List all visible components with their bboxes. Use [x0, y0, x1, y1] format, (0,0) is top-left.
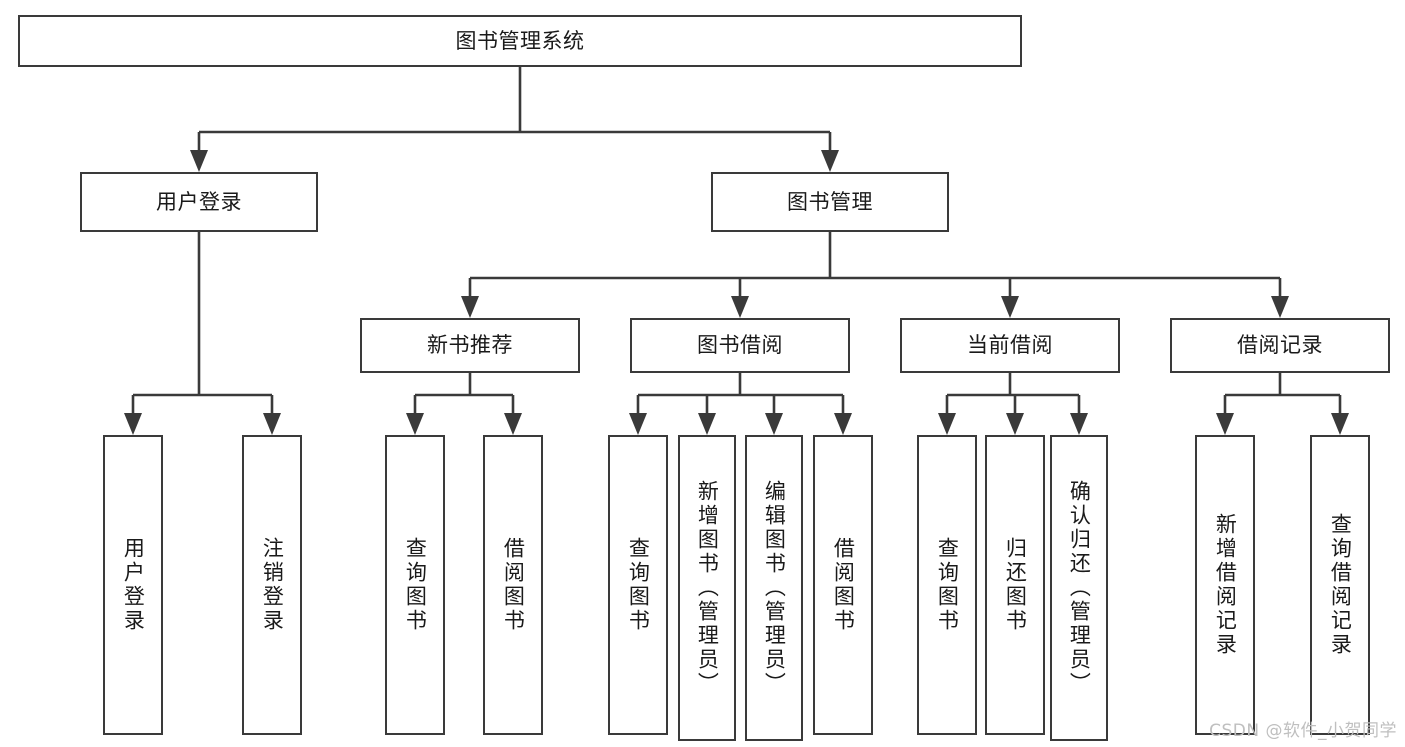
node-label: 图书管理 [787, 189, 873, 214]
watermark: CSDN @软件_小贺同学 [1209, 721, 1397, 741]
node-label: 查询图书 [626, 537, 651, 633]
arrow-head-icon [1271, 296, 1289, 318]
arrow-head-icon [1006, 413, 1024, 435]
arrow-head-icon [731, 296, 749, 318]
node-label: 用户登录 [156, 189, 242, 214]
node-label: 借阅记录 [1237, 333, 1323, 358]
arrow-head-icon [124, 413, 142, 435]
arrow-head-icon [1070, 413, 1088, 435]
node-label: 归还图书 [1003, 537, 1028, 633]
arrow-head-icon [698, 413, 716, 435]
node-label: 当前借阅 [967, 333, 1053, 358]
node-borrow[interactable]: 图书借阅 [630, 318, 850, 373]
arrow-head-icon [406, 413, 424, 435]
arrow-head-icon [504, 413, 522, 435]
node-label: 图书管理系统 [455, 28, 585, 53]
node-label: 新书推荐 [427, 333, 513, 358]
node-label: 借阅图书 [831, 537, 856, 633]
node-label: 查询图书 [403, 537, 428, 633]
node-label: 用户登录 [121, 537, 146, 633]
node-records[interactable]: 借阅记录 [1170, 318, 1390, 373]
node-label: 新增图书（管理员） [695, 480, 720, 696]
node-leaf-addrec[interactable]: 新增借阅记录 [1195, 435, 1255, 735]
node-label: 查询图书 [935, 537, 960, 633]
node-leaf-edit[interactable]: 编辑图书（管理员） [745, 435, 803, 741]
arrow-head-icon [1216, 413, 1234, 435]
node-bookmgmt[interactable]: 图书管理 [711, 172, 949, 232]
node-login[interactable]: 用户登录 [80, 172, 318, 232]
node-leaf-queryrec[interactable]: 查询借阅记录 [1310, 435, 1370, 735]
arrow-head-icon [834, 413, 852, 435]
node-leaf-login[interactable]: 用户登录 [103, 435, 163, 735]
node-label: 注销登录 [260, 537, 285, 633]
node-label: 确认归还（管理员） [1067, 480, 1092, 696]
node-label: 查询借阅记录 [1328, 513, 1353, 657]
node-current[interactable]: 当前借阅 [900, 318, 1120, 373]
arrow-head-icon [190, 150, 208, 172]
node-leaf-logout[interactable]: 注销登录 [242, 435, 302, 735]
node-leaf-confirm[interactable]: 确认归还（管理员） [1050, 435, 1108, 741]
node-label: 借阅图书 [501, 537, 526, 633]
arrow-head-icon [765, 413, 783, 435]
node-leaf-borrow2[interactable]: 借阅图书 [813, 435, 873, 735]
node-leaf-add[interactable]: 新增图书（管理员） [678, 435, 736, 741]
arrow-head-icon [1331, 413, 1349, 435]
node-root[interactable]: 图书管理系统 [18, 15, 1022, 67]
arrow-head-icon [263, 413, 281, 435]
node-leaf-borrow1[interactable]: 借阅图书 [483, 435, 543, 735]
node-leaf-query1[interactable]: 查询图书 [385, 435, 445, 735]
arrow-head-icon [1001, 296, 1019, 318]
node-label: 新增借阅记录 [1213, 513, 1238, 657]
arrow-head-icon [938, 413, 956, 435]
node-label: 图书借阅 [697, 333, 783, 358]
node-leaf-return[interactable]: 归还图书 [985, 435, 1045, 735]
arrow-head-icon [821, 150, 839, 172]
arrow-head-icon [461, 296, 479, 318]
arrow-head-icon [629, 413, 647, 435]
node-newbook[interactable]: 新书推荐 [360, 318, 580, 373]
node-leaf-query2[interactable]: 查询图书 [608, 435, 668, 735]
node-leaf-query3[interactable]: 查询图书 [917, 435, 977, 735]
node-label: 编辑图书（管理员） [762, 480, 787, 696]
